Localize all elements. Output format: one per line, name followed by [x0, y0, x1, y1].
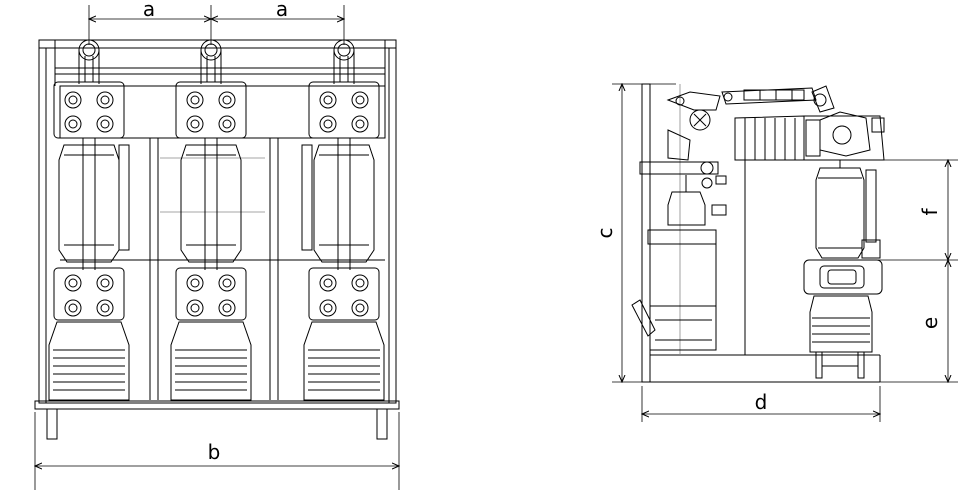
dimension-c: c — [593, 84, 676, 382]
side-view: c — [593, 84, 958, 422]
dim-a-left-label: a — [143, 0, 155, 21]
vacuum-interrupter — [815, 160, 881, 259]
pole-3 — [301, 39, 385, 401]
dimension-e: e — [880, 260, 958, 382]
dim-f-label: f — [918, 208, 942, 216]
dim-c-label: c — [593, 228, 617, 239]
dimension-d: d — [642, 386, 880, 422]
upper-linkage — [666, 85, 835, 161]
dim-d-label: d — [755, 390, 768, 414]
dimension-a: a a — [89, 0, 344, 45]
dimension-f: f — [878, 160, 958, 260]
front-frame — [34, 39, 400, 440]
dim-a-right-label: a — [276, 0, 288, 21]
dimension-b: b — [35, 412, 399, 490]
pole-1 — [48, 39, 130, 401]
lower-insulator — [803, 259, 883, 379]
dim-e-label: e — [918, 317, 942, 329]
top-pole-assembly — [734, 111, 885, 161]
front-view: a a — [35, 0, 399, 490]
dim-b-label: b — [208, 440, 221, 464]
operating-mechanism — [631, 161, 727, 351]
side-frame — [641, 83, 881, 383]
pole-2 — [170, 39, 252, 401]
